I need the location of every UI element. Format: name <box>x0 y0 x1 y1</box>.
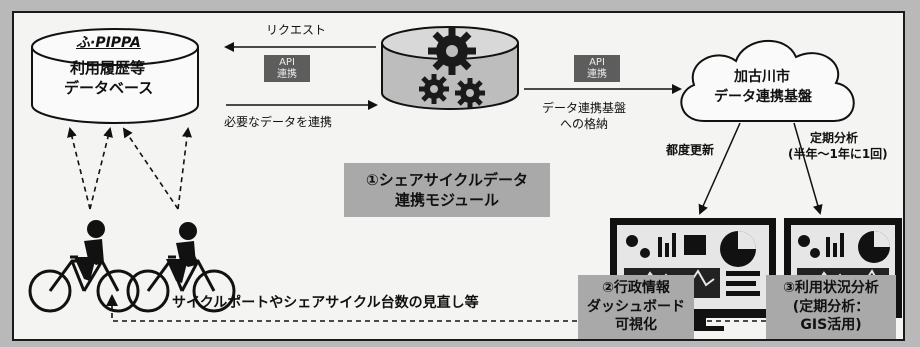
analysis-box-line3: GIS活用) <box>800 317 862 334</box>
api-badge-left-line2: 連携 <box>277 68 297 80</box>
module-box-line2: 連携モジュール <box>395 191 499 209</box>
api-badge-right-line2: 連携 <box>587 68 607 80</box>
module-box: ①シェアサイクルデータ 連携モジュール <box>344 163 550 217</box>
analysis-box: ③利用状況分析 (定期分析： GIS活用) <box>766 275 896 339</box>
gear-icon <box>419 27 485 108</box>
dashboard-box-line2: ダッシュボード <box>587 298 685 315</box>
request-label: リクエスト <box>266 23 327 37</box>
dashboard-box-line3: 可視化 <box>615 317 657 334</box>
api-badge-right: API 連携 <box>574 55 620 82</box>
dashboard-box: ②行政情報 ダッシュボード 可視化 <box>578 275 694 339</box>
update-each-label: 都度更新 <box>666 143 715 157</box>
review-label: サイクルポートやシェアサイクル台数の見直し等 <box>172 295 479 311</box>
cloud-label-line1: 加古川市 <box>734 69 790 85</box>
update-arrow <box>698 122 741 215</box>
api-badge-left-line1: API <box>279 57 295 68</box>
database-cylinder <box>31 28 199 124</box>
bike-upload-arrows <box>67 127 192 210</box>
analysis-box-line1: ③利用状況分析 <box>783 279 879 296</box>
cyclist-icon-left <box>74 220 105 281</box>
feedback-arrow <box>106 294 766 322</box>
dashboard-box-line1: ②行政情報 <box>602 279 670 296</box>
cloud-icon <box>680 40 855 122</box>
analysis-box-line2: (定期分析： <box>792 298 870 315</box>
periodic-label-line2: (半年～1年に1回) <box>788 147 888 161</box>
share-cycle-diagram: ふ·PIPPA 利用履歴等 データベース リクエスト API 連携 必要なデータ… <box>12 11 905 341</box>
cloud-label-line2: データ連携基盤 <box>714 89 812 105</box>
database-label-line1: 利用履歴等 <box>70 59 146 77</box>
database-label-line2: データベース <box>64 79 154 97</box>
needed-data-label: 必要なデータを連携 <box>224 115 333 129</box>
module-box-line1: ①シェアサイクルデータ <box>366 170 528 189</box>
periodic-arrow <box>793 122 823 215</box>
api-badge-right-line1: API <box>589 57 605 68</box>
store-label-line2: への格納 <box>560 117 609 131</box>
periodic-label-line1: 定期分析 <box>810 131 859 145</box>
api-badge-left: API 連携 <box>264 55 310 82</box>
pippa-logo: ふ·PIPPA <box>76 35 141 51</box>
cyclist-icon-right <box>166 222 197 283</box>
store-label-line1: データ連携基盤 <box>542 101 627 115</box>
